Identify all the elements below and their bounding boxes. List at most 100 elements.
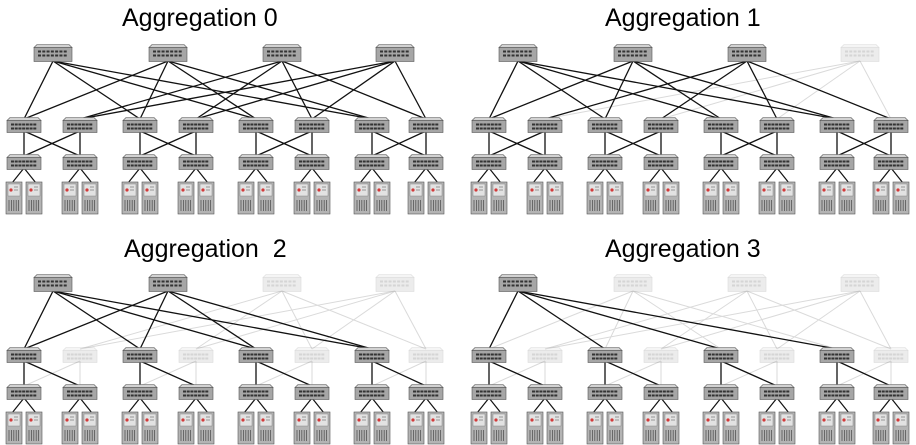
server-link-2-1 (139, 167, 152, 183)
server-link-6-1 (836, 167, 849, 183)
server-icon (470, 411, 488, 445)
panel-0 (5, 44, 445, 215)
server-link-6-0 (825, 397, 838, 413)
server-icon (642, 181, 660, 215)
edge-switch-icon (294, 384, 330, 400)
link-10 (632, 60, 722, 120)
server-link-2-0 (128, 167, 141, 183)
aggregation-switch-icon (527, 347, 563, 363)
link-15 (746, 60, 892, 120)
server-icon (546, 411, 564, 445)
link-22 (167, 290, 257, 350)
server-link-6-0 (360, 397, 373, 413)
aggregation-switch-icon (759, 117, 795, 133)
edge-switch-icon (873, 384, 909, 400)
link-27 (139, 360, 197, 387)
panel-2 (5, 274, 445, 445)
aggregation-switch-icon (294, 117, 330, 133)
link-4 (488, 60, 519, 120)
link-12 (79, 60, 396, 120)
link-0 (544, 60, 861, 120)
link-16 (23, 290, 54, 350)
server-icon (427, 411, 445, 445)
edge-switch-icon (6, 154, 42, 170)
aggregation-switch-icon (703, 117, 739, 133)
server-icon (257, 181, 275, 215)
link-6 (311, 290, 396, 350)
link-29 (255, 360, 313, 387)
edge-switch-icon (62, 384, 98, 400)
link-5 (139, 60, 169, 120)
edge-switch-icon (643, 384, 679, 400)
core-switch-icon (613, 274, 653, 292)
server-icon (526, 181, 544, 215)
server-icon (470, 181, 488, 215)
link-20 (23, 290, 169, 350)
server-link-6-1 (836, 397, 849, 413)
server-icon (818, 181, 836, 215)
edge-switch-icon (178, 384, 214, 400)
core-switch-icon (375, 274, 415, 292)
aggregation-switch-icon (873, 117, 909, 133)
edge-switch-icon (643, 154, 679, 170)
server-link-1-1 (544, 397, 557, 413)
server-link-6-0 (360, 167, 373, 183)
server-link-7-0 (414, 397, 427, 413)
aggregation-switch-icon (408, 117, 444, 133)
panel-title-aggregation-1: Aggregation 1 (605, 4, 761, 32)
edge-switch-icon (6, 384, 42, 400)
link-9 (604, 60, 634, 120)
server-link-7-1 (425, 167, 438, 183)
panel-1 (470, 44, 910, 215)
server-link-0-0 (477, 397, 490, 413)
aggregation-switch-icon (873, 347, 909, 363)
server-icon (702, 411, 720, 445)
server-link-0-1 (23, 397, 36, 413)
core-switch-icon (148, 274, 188, 292)
server-icon (427, 181, 445, 215)
edge-switch-icon (354, 384, 390, 400)
core-switch-icon (498, 274, 538, 292)
server-icon (141, 411, 159, 445)
server-icon (313, 411, 331, 445)
link-25 (23, 360, 81, 387)
aggregation-switch-icon (643, 347, 679, 363)
server-icon (892, 181, 910, 215)
link-1 (660, 60, 861, 120)
edge-switch-icon (238, 384, 274, 400)
server-icon (121, 411, 139, 445)
aggregation-switch-icon (62, 347, 98, 363)
link-23 (517, 290, 838, 350)
server-link-3-0 (649, 397, 662, 413)
link-30 (836, 130, 892, 157)
server-icon (197, 181, 215, 215)
core-switch-icon (262, 274, 302, 292)
core-switch-icon (840, 274, 880, 292)
edge-switch-icon (819, 154, 855, 170)
server-icon (61, 411, 79, 445)
server-icon (353, 181, 371, 215)
core-switch-icon (727, 44, 767, 62)
server-link-1-1 (544, 167, 557, 183)
link-8 (488, 60, 634, 120)
aggregation-switch-icon (527, 117, 563, 133)
server-link-7-0 (879, 397, 892, 413)
server-link-7-1 (890, 397, 903, 413)
aggregation-switch-icon (6, 347, 42, 363)
link-6 (167, 60, 257, 120)
link-11 (859, 290, 892, 350)
server-link-3-0 (184, 167, 197, 183)
server-link-1-0 (533, 397, 546, 413)
server-link-3-0 (649, 167, 662, 183)
server-icon (606, 411, 624, 445)
aggregation-switch-icon (643, 117, 679, 133)
link-15 (394, 60, 427, 120)
link-0 (79, 290, 283, 350)
aggregation-switch-icon (587, 117, 623, 133)
server-icon (81, 181, 99, 215)
core-switch-icon (840, 44, 880, 62)
server-link-0-1 (23, 167, 36, 183)
aggregation-switch-icon (354, 347, 390, 363)
server-icon (758, 181, 776, 215)
